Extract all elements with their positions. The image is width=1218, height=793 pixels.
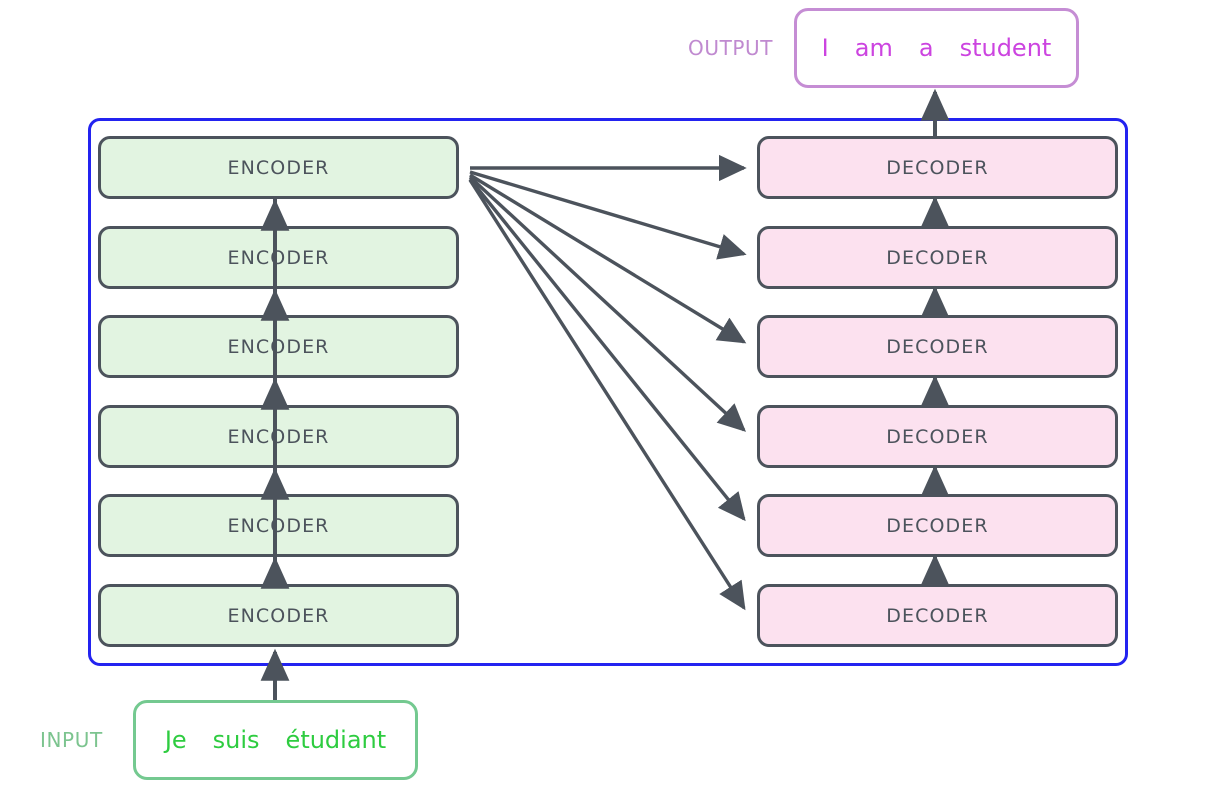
encoder-block-5[interactable]: ENCODER xyxy=(98,494,459,557)
encoder-block-label: ENCODER xyxy=(227,425,330,448)
decoder-block-label: DECODER xyxy=(886,514,989,537)
input-word: Je xyxy=(164,726,187,754)
output-box[interactable]: I am a student xyxy=(794,8,1079,88)
input-box[interactable]: Je suis étudiant xyxy=(133,700,418,780)
encoder-block-3[interactable]: ENCODER xyxy=(98,315,459,378)
decoder-block-6[interactable]: DECODER xyxy=(757,584,1118,647)
decoder-block-3[interactable]: DECODER xyxy=(757,315,1118,378)
output-word: a xyxy=(918,34,934,62)
decoder-block-label: DECODER xyxy=(886,246,989,269)
encoder-block-4[interactable]: ENCODER xyxy=(98,405,459,468)
encoder-block-label: ENCODER xyxy=(227,604,330,627)
encoder-block-label: ENCODER xyxy=(227,514,330,537)
decoder-block-5[interactable]: DECODER xyxy=(757,494,1118,557)
decoder-block-1[interactable]: DECODER xyxy=(757,136,1118,199)
output-word: I xyxy=(821,34,829,62)
output-word: am xyxy=(854,34,893,62)
encoder-block-1[interactable]: ENCODER xyxy=(98,136,459,199)
output-label: OUTPUT xyxy=(688,36,774,60)
output-word: student xyxy=(959,34,1052,62)
encoder-block-6[interactable]: ENCODER xyxy=(98,584,459,647)
input-word: étudiant xyxy=(285,726,387,754)
decoder-block-label: DECODER xyxy=(886,425,989,448)
encoder-block-2[interactable]: ENCODER xyxy=(98,226,459,289)
encoder-decoder-group-frame xyxy=(88,118,1128,666)
encoder-block-label: ENCODER xyxy=(227,246,330,269)
input-label: INPUT xyxy=(40,728,103,752)
decoder-block-label: DECODER xyxy=(886,156,989,179)
decoder-block-4[interactable]: DECODER xyxy=(757,405,1118,468)
decoder-block-2[interactable]: DECODER xyxy=(757,226,1118,289)
decoder-block-label: DECODER xyxy=(886,604,989,627)
encoder-block-label: ENCODER xyxy=(227,335,330,358)
decoder-block-label: DECODER xyxy=(886,335,989,358)
encoder-block-label: ENCODER xyxy=(227,156,330,179)
input-word: suis xyxy=(212,726,260,754)
